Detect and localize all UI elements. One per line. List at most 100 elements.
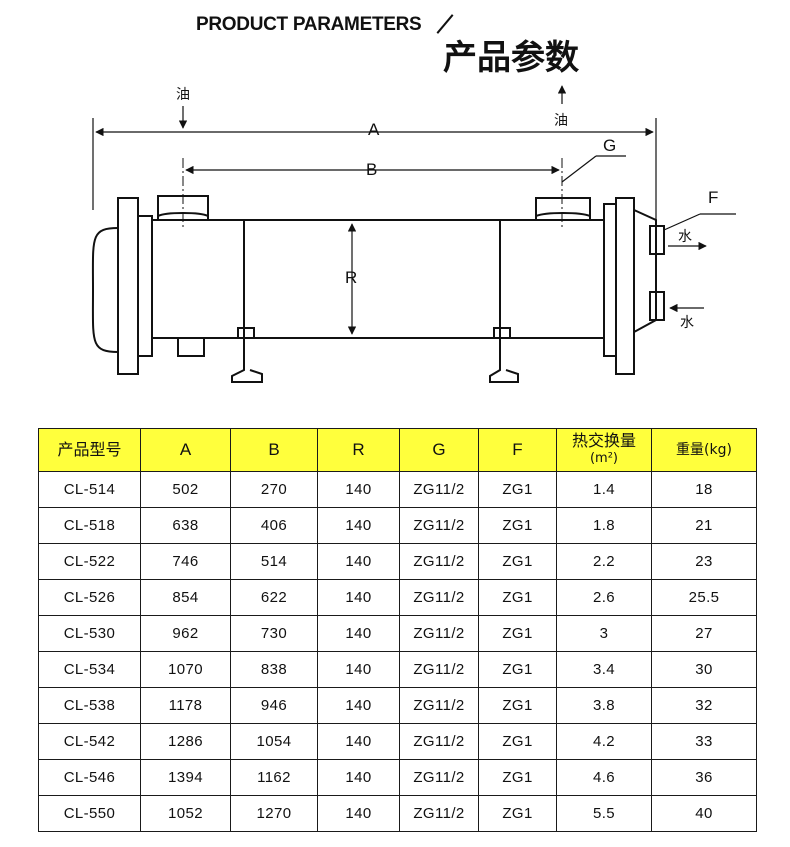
cell-g: ZG11/2	[399, 651, 479, 688]
cell-heat-exchange: 3	[556, 615, 652, 652]
cell-model: CL-526	[38, 579, 141, 616]
cell-b: 270	[230, 471, 318, 508]
cell-r: 140	[317, 471, 400, 508]
cell-f: ZG1	[478, 795, 557, 832]
header-g: G	[399, 428, 479, 472]
cell-f: ZG1	[478, 687, 557, 724]
cell-a: 962	[140, 615, 231, 652]
cell-r: 140	[317, 651, 400, 688]
cell-b: 514	[230, 543, 318, 580]
table-header-row: 产品型号 A B R G F 热交换量 (m²) 重量(kg)	[38, 428, 757, 472]
cell-r: 140	[317, 507, 400, 544]
water-inlet-label: 水	[680, 315, 694, 331]
cell-heat-exchange: 3.8	[556, 687, 652, 724]
cell-b: 622	[230, 579, 318, 616]
cell-a: 1394	[140, 759, 231, 796]
dimension-g-label: G	[603, 136, 617, 155]
cell-a: 638	[140, 507, 231, 544]
header-heat-exchange: 热交换量 (m²)	[556, 428, 652, 472]
cell-f: ZG1	[478, 543, 557, 580]
cell-r: 140	[317, 759, 400, 796]
cell-weight: 33	[651, 723, 757, 760]
cell-model: CL-530	[38, 615, 141, 652]
cell-b: 838	[230, 651, 318, 688]
oil-inlet-label: 油	[176, 87, 190, 103]
header-heat-exchange-label: 热交换量	[571, 431, 636, 450]
cell-g: ZG11/2	[399, 687, 479, 724]
cell-model: CL-546	[38, 759, 141, 796]
cell-g: ZG11/2	[399, 543, 479, 580]
cell-model: CL-514	[38, 471, 141, 508]
cell-g: ZG11/2	[399, 759, 479, 796]
dimension-f-label: F	[708, 188, 719, 207]
cell-weight: 36	[651, 759, 757, 796]
cell-model: CL-538	[38, 687, 141, 724]
cell-heat-exchange: 3.4	[556, 651, 652, 688]
cell-f: ZG1	[478, 615, 557, 652]
cell-a: 1070	[140, 651, 231, 688]
cell-b: 730	[230, 615, 318, 652]
cell-b: 1054	[230, 723, 318, 760]
cell-r: 140	[317, 543, 400, 580]
cell-b: 1162	[230, 759, 318, 796]
cell-a: 854	[140, 579, 231, 616]
cell-weight: 21	[651, 507, 757, 544]
cell-f: ZG1	[478, 723, 557, 760]
dimension-b-label: B	[366, 160, 378, 179]
cell-model: CL-550	[38, 795, 141, 832]
cell-a: 1286	[140, 723, 231, 760]
cell-g: ZG11/2	[399, 507, 479, 544]
cell-f: ZG1	[478, 759, 557, 796]
cell-g: ZG11/2	[399, 471, 479, 508]
header-f: F	[478, 428, 557, 472]
header-a: A	[140, 428, 231, 472]
cell-b: 1270	[230, 795, 318, 832]
heat-exchanger-drawing	[91, 85, 736, 383]
oil-outlet-label: 油	[554, 113, 568, 129]
cell-a: 1178	[140, 687, 231, 724]
cell-weight: 30	[651, 651, 757, 688]
title-english: PRODUCT PARAMETERS	[196, 14, 422, 35]
cell-g: ZG11/2	[399, 579, 479, 616]
cell-heat-exchange: 4.6	[556, 759, 652, 796]
cell-weight: 18	[651, 471, 757, 508]
cell-g: ZG11/2	[399, 723, 479, 760]
cell-g: ZG11/2	[399, 615, 479, 652]
cell-model: CL-542	[38, 723, 141, 760]
cell-weight: 25.5	[651, 579, 757, 616]
cell-f: ZG1	[478, 651, 557, 688]
cell-heat-exchange: 1.8	[556, 507, 652, 544]
cell-weight: 27	[651, 615, 757, 652]
cell-weight: 23	[651, 543, 757, 580]
cell-r: 140	[317, 579, 400, 616]
cell-b: 406	[230, 507, 318, 544]
dimension-r-label: R	[345, 268, 358, 287]
cell-model: CL-534	[38, 651, 141, 688]
cell-r: 140	[317, 723, 400, 760]
title-chinese: 产品参数	[443, 38, 579, 78]
cell-a: 502	[140, 471, 231, 508]
dimension-a-label: A	[368, 120, 380, 139]
header-heat-exchange-unit: (m²)	[589, 451, 619, 466]
cell-heat-exchange: 5.5	[556, 795, 652, 832]
cell-a: 746	[140, 543, 231, 580]
cell-heat-exchange: 4.2	[556, 723, 652, 760]
cell-weight: 40	[651, 795, 757, 832]
cell-heat-exchange: 2.2	[556, 543, 652, 580]
cell-f: ZG1	[478, 507, 557, 544]
cell-r: 140	[317, 795, 400, 832]
cell-r: 140	[317, 615, 400, 652]
header-weight: 重量(kg)	[651, 428, 757, 472]
cell-f: ZG1	[478, 471, 557, 508]
